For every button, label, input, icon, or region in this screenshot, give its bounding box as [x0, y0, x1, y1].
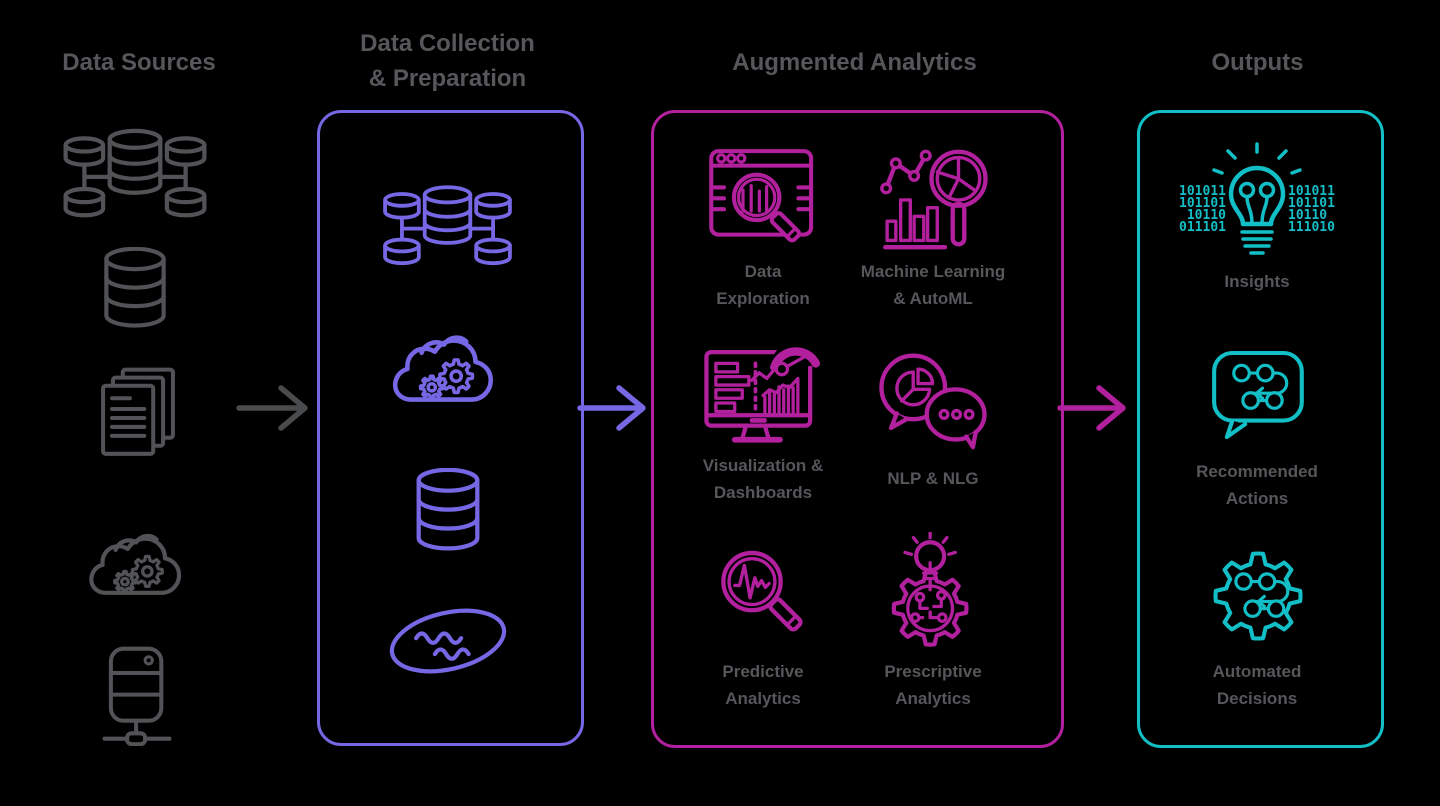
- insights-icon: 101011 101101 10110 011101 101011 101101…: [1179, 142, 1335, 255]
- outputs-item-label: Automated Decisions: [1212, 662, 1302, 708]
- outputs-item-label: Recommended Actions: [1196, 462, 1318, 508]
- outputs-box: [1137, 110, 1384, 748]
- analytics-item-label: Machine Learning & AutoML: [860, 262, 1006, 308]
- database-icon: [416, 468, 480, 551]
- arrow-collection-to-analytics: [577, 385, 646, 431]
- arrow-sources-to-collection: [236, 385, 308, 431]
- nlp-nlg-icon: [879, 353, 987, 450]
- analytics-item-label: NLP & NLG: [887, 469, 979, 488]
- data-exploration-icon: [709, 149, 814, 243]
- cloud-processing-icon: [89, 533, 182, 595]
- analytics-item-label: Prescriptive Analytics: [884, 662, 982, 708]
- arrow-analytics-to-outputs: [1057, 385, 1126, 431]
- documents-icon: [101, 367, 175, 456]
- server-icon: [102, 646, 172, 746]
- svg-text:101011: 101011: [1288, 184, 1335, 199]
- analytics-box: [651, 110, 1064, 748]
- analytics-item-label: Predictive Analytics: [722, 662, 804, 708]
- outputs-item-label: Insights: [1224, 272, 1290, 291]
- svg-text:101101: 101101: [1288, 196, 1335, 211]
- automated-decisions-icon: [1213, 551, 1303, 641]
- svg-text:011101: 011101: [1179, 220, 1226, 235]
- svg-text:10110: 10110: [1187, 208, 1226, 223]
- analytics-title: Augmented Analytics: [732, 49, 977, 76]
- database-icon: [104, 247, 166, 328]
- data-lake-icon: [389, 608, 507, 674]
- predictive-analytics-icon: [721, 550, 803, 632]
- svg-text:101101: 101101: [1179, 196, 1226, 211]
- networked-databases-icon: [63, 128, 207, 218]
- sources-title: Data Sources: [62, 49, 216, 76]
- recommended-actions-icon: [1212, 350, 1304, 440]
- analytics-item-label: Data Exploration: [716, 262, 810, 308]
- visualization-dashboards-icon: [704, 342, 821, 443]
- collection-title: Data Collection & Preparation: [360, 30, 535, 92]
- analytics-item-label: Visualization & Dashboards: [702, 456, 824, 502]
- machine-learning-icon: [880, 149, 988, 250]
- prescriptive-analytics-icon: [891, 532, 969, 647]
- svg-text:101011: 101011: [1179, 184, 1226, 199]
- cloud-processing-icon: [392, 335, 494, 402]
- outputs-title: Outputs: [1211, 49, 1304, 76]
- svg-text:111010: 111010: [1288, 220, 1335, 235]
- collection-box: [317, 110, 584, 746]
- svg-text:10110: 10110: [1288, 208, 1327, 223]
- networked-databases-icon: [383, 185, 512, 266]
